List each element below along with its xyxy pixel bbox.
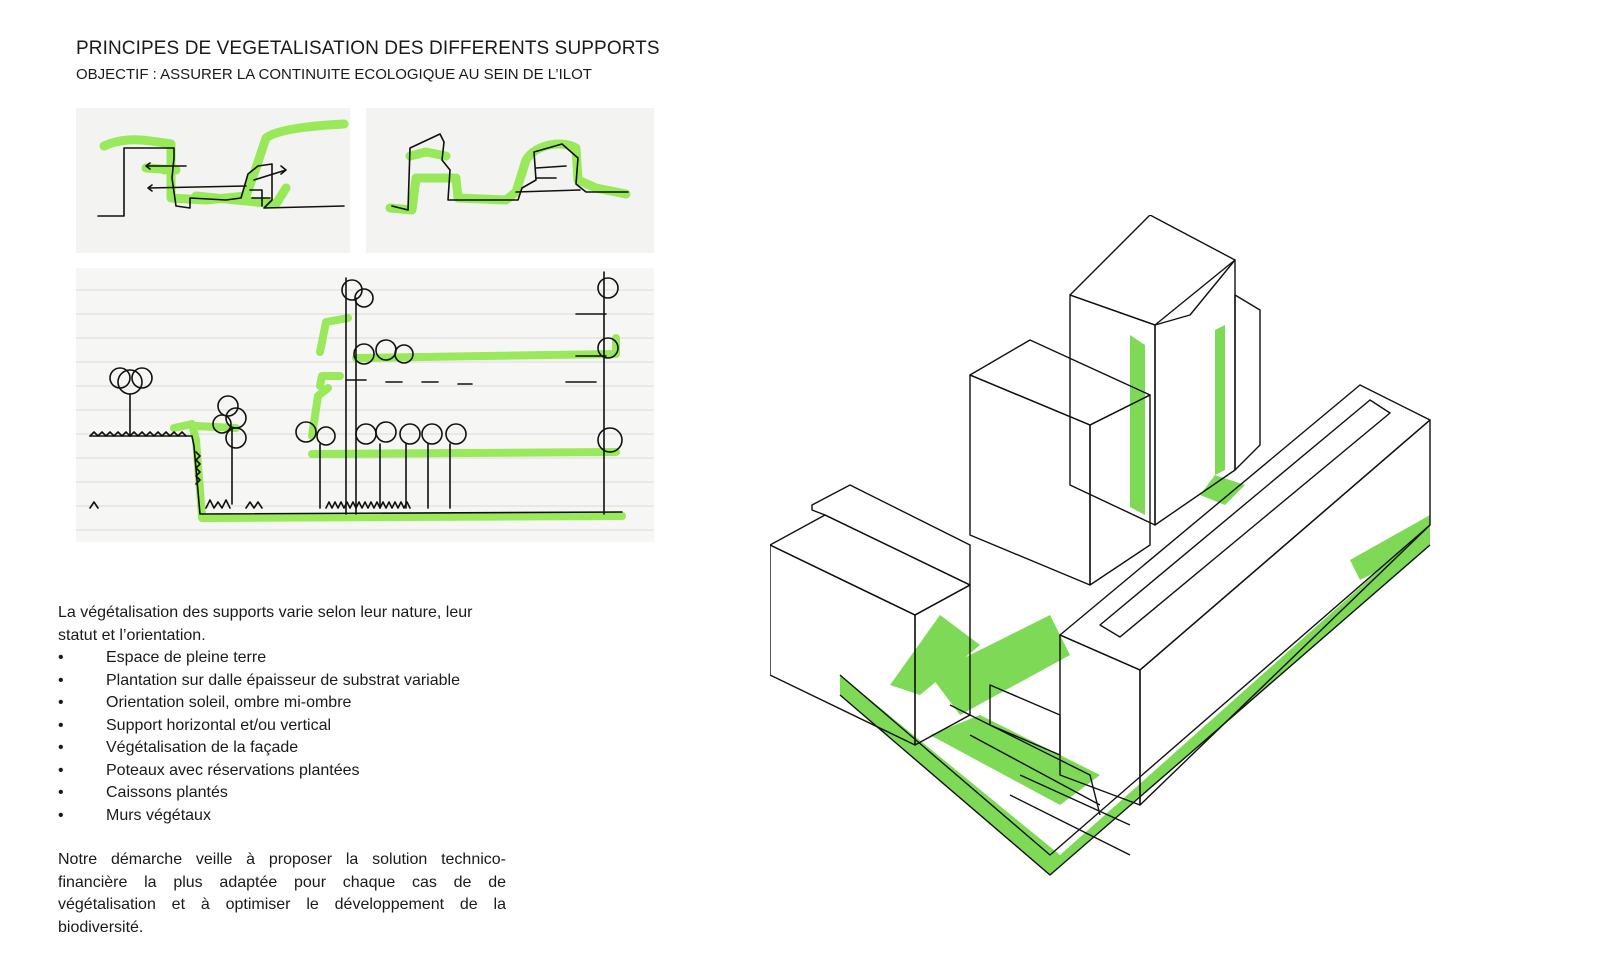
page-subtitle: OBJECTIF : ASSURER LA CONTINUITE ECOLOGI… — [76, 66, 592, 83]
bullet-item: Poteaux avec réservations plantées — [58, 760, 506, 783]
axonometric-diagram — [770, 215, 1431, 876]
bullet-item: Plantation sur dalle épaisseur de substr… — [58, 670, 506, 693]
description-intro: La végétalisation des supports varie sel… — [58, 604, 473, 644]
sketch-section-facades — [76, 108, 350, 253]
right-green-edge — [1350, 515, 1430, 580]
sketch-section-continuity — [366, 108, 654, 253]
bullet-item: Support horizontal et/ou vertical — [58, 715, 506, 738]
page-title: PRINCIPES DE VEGETALISATION DES DIFFEREN… — [76, 38, 660, 59]
description-bullet-list: Espace de pleine terre Plantation sur da… — [58, 647, 506, 827]
bullet-item: Végétalisation de la façade — [58, 737, 506, 760]
ground-green-strip — [840, 525, 1430, 875]
bullet-item: Murs végétaux — [58, 805, 506, 828]
bullet-item: Orientation soleil, ombre mi-ombre — [58, 692, 506, 715]
bullet-item: Espace de pleine terre — [58, 647, 506, 670]
bullet-item: Caissons plantés — [58, 782, 506, 805]
sketch-long-section-trees — [76, 268, 654, 542]
description-block: La végétalisation des supports varie sel… — [58, 602, 506, 939]
description-closing: Notre démarche veille à proposer la solu… — [58, 851, 506, 936]
